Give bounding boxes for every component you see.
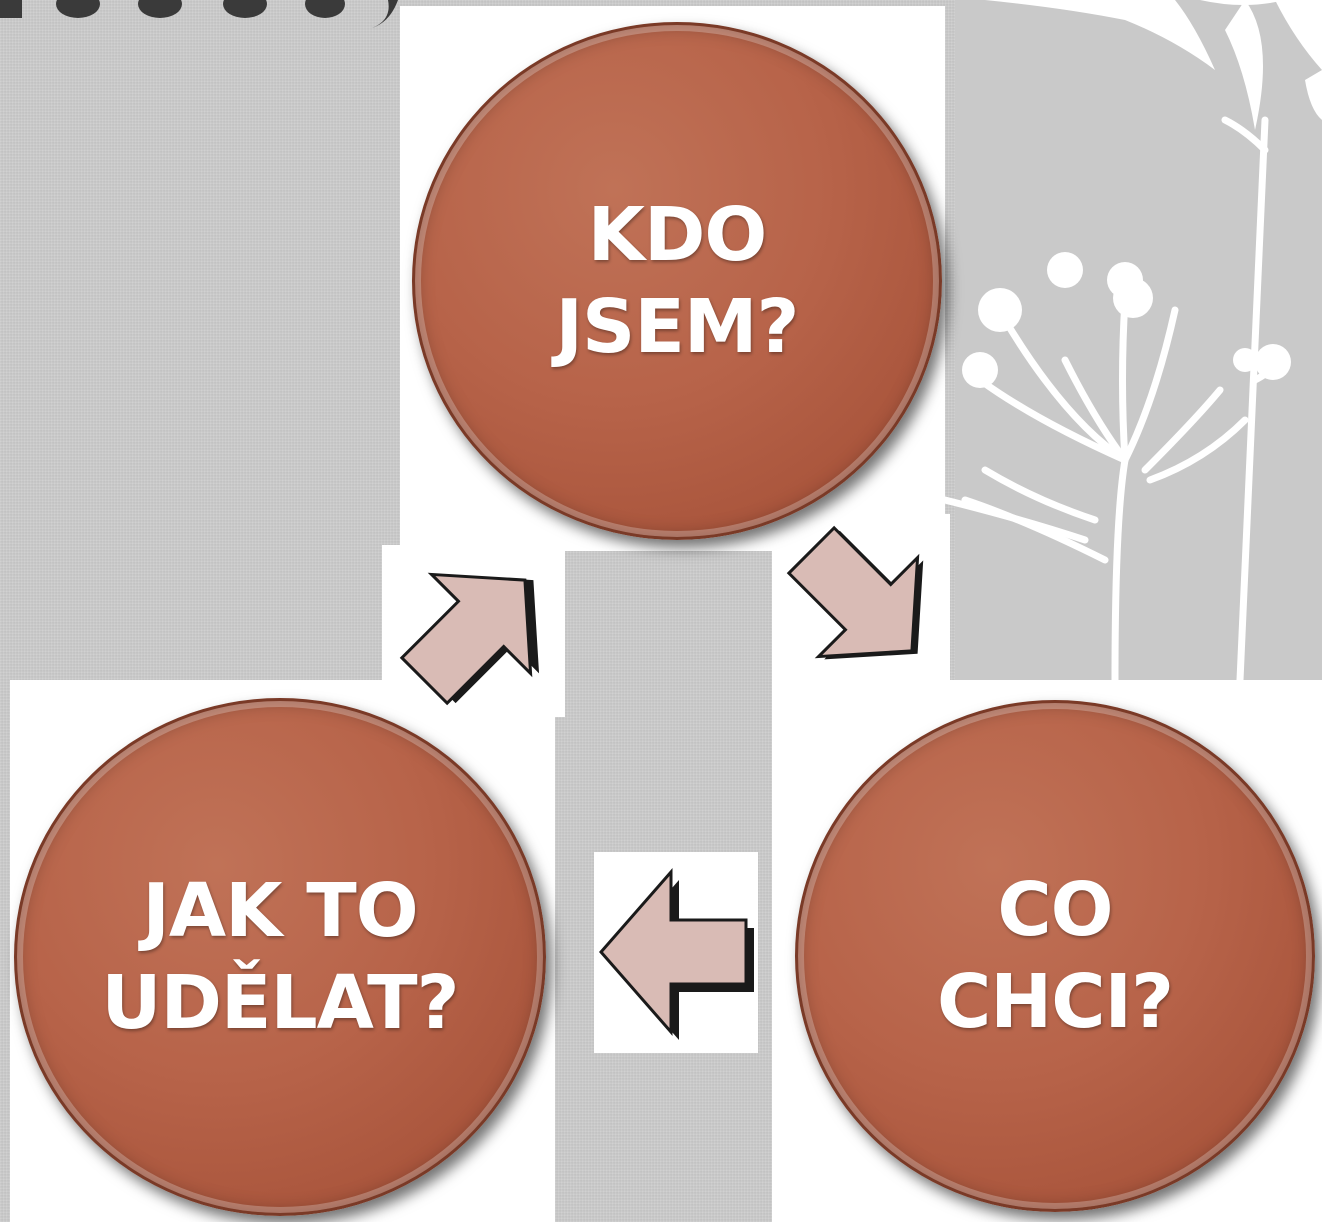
cropped-title-fragment: [0, 0, 398, 28]
node-what-do-i-want: CO CHCI?: [795, 700, 1315, 1212]
arrow-what-to-how: [599, 868, 754, 1040]
plant-illustration: [945, 0, 1322, 684]
node-who-am-i-label: KDO JSEM?: [555, 192, 800, 370]
arrow-how-to-who: [399, 572, 540, 706]
arrow-who-to-what: [786, 525, 924, 660]
node-how-to-do-it-label: JAK TO UDĚLAT?: [101, 868, 459, 1046]
node-who-am-i: KDO JSEM?: [412, 22, 942, 540]
node-how-to-do-it: JAK TO UDĚLAT?: [14, 698, 546, 1216]
node-what-do-i-want-label: CO CHCI?: [936, 867, 1174, 1045]
